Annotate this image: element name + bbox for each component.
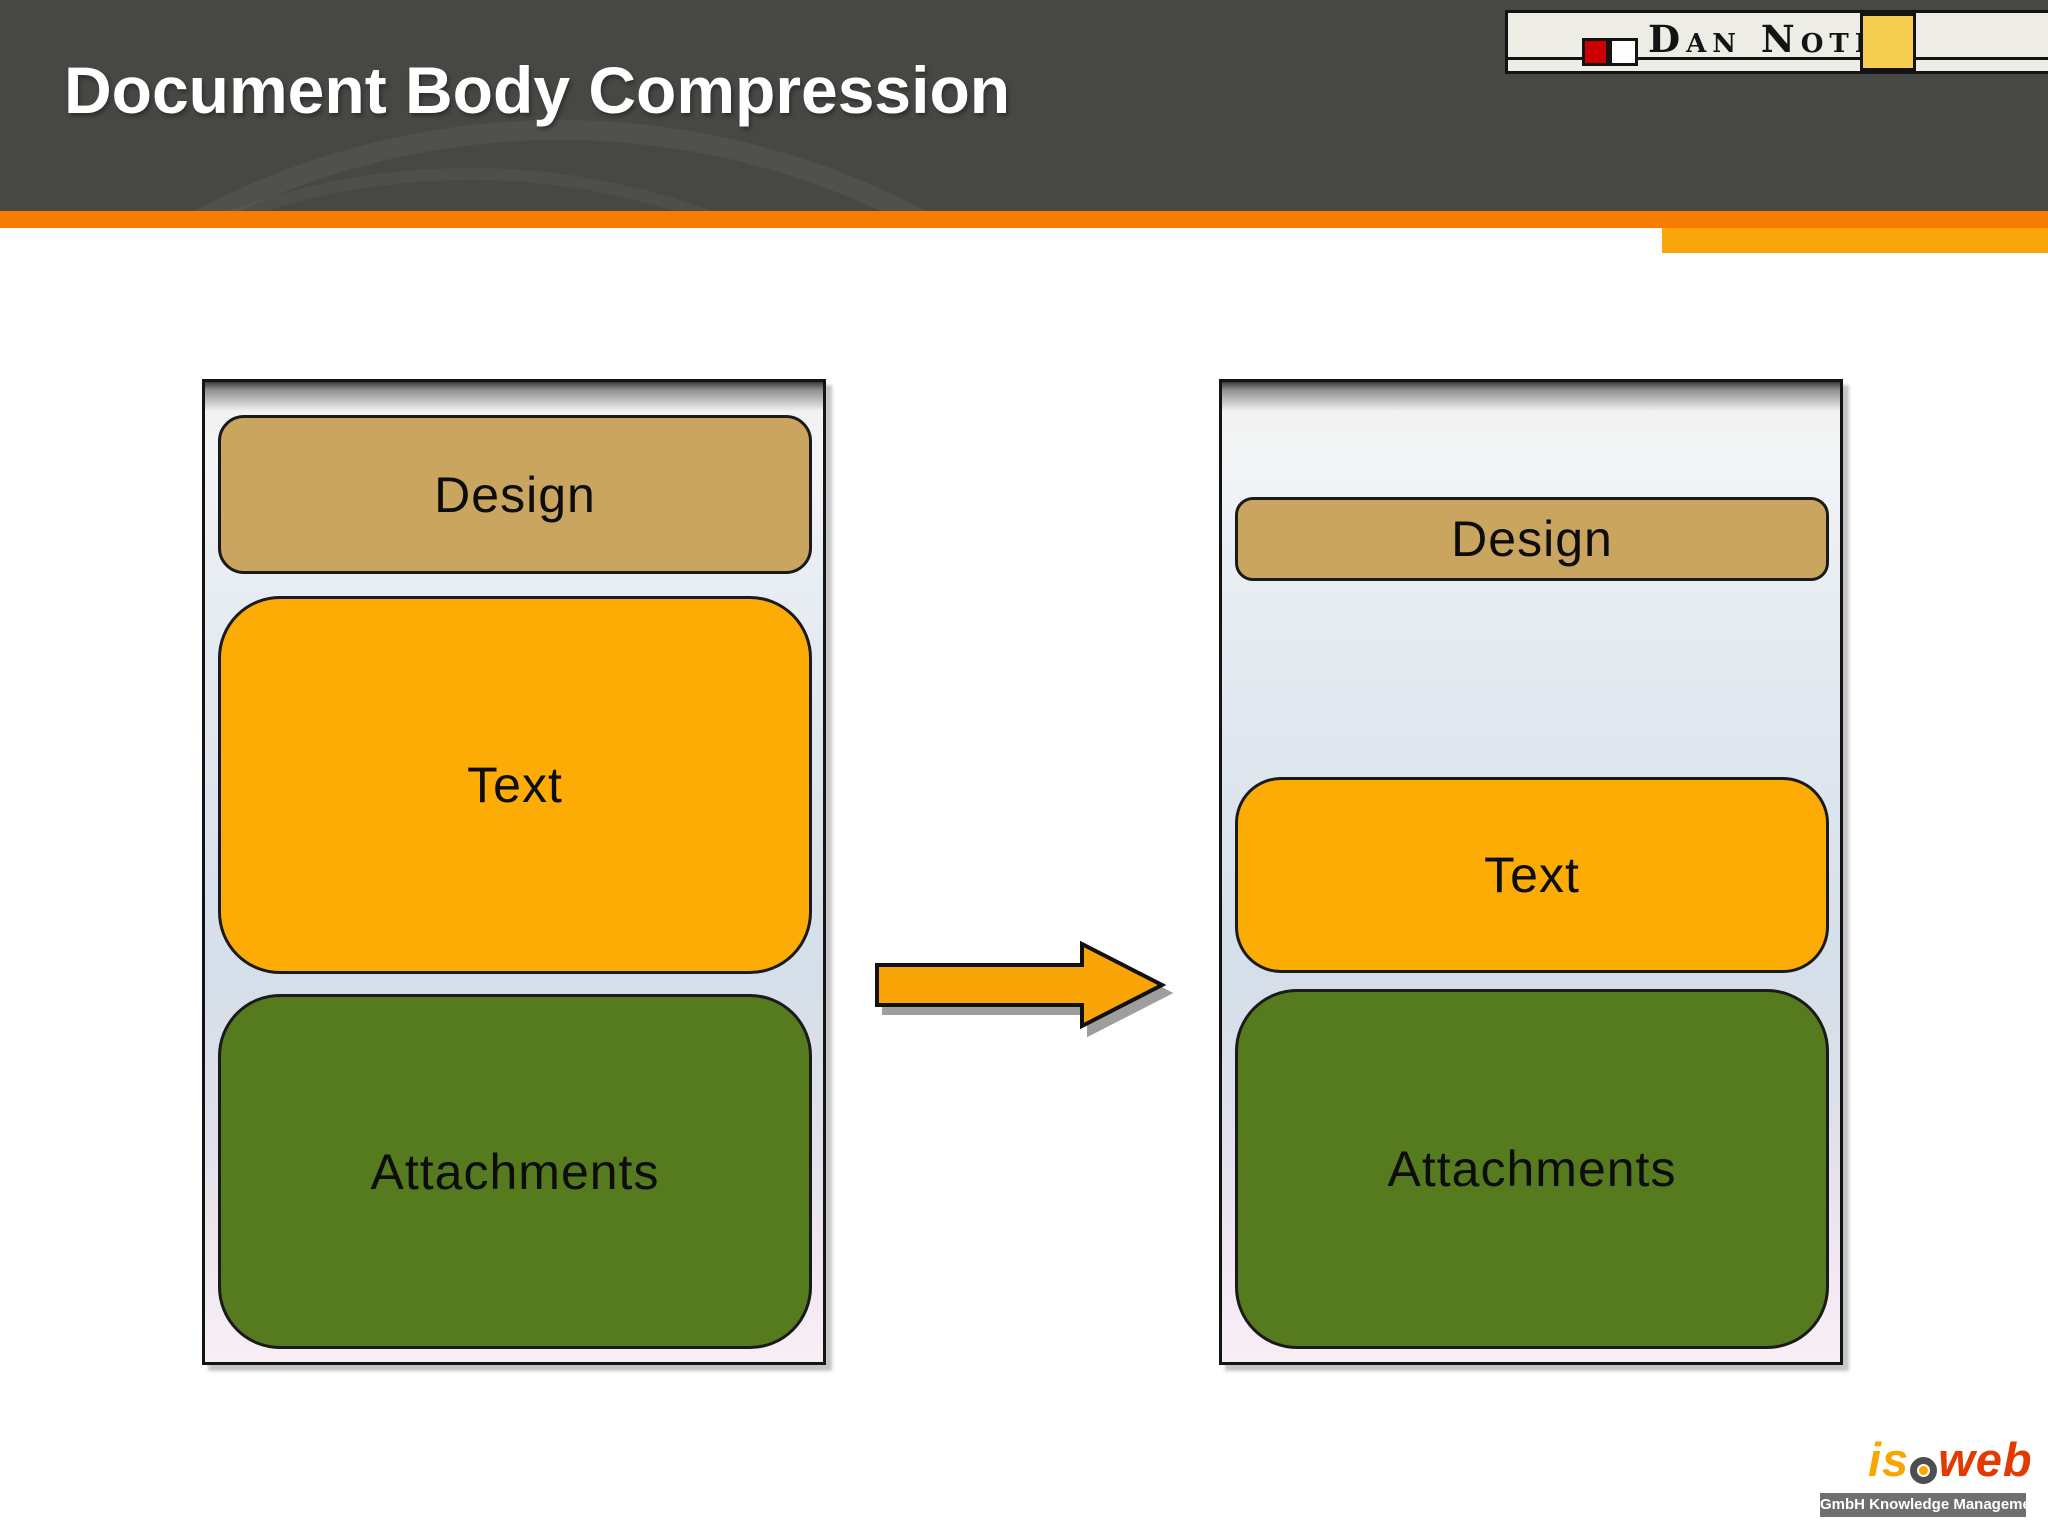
dannotes-logo: Dan Notes xyxy=(1505,10,2048,74)
dannotes-white-square xyxy=(1609,38,1638,66)
isoweb-wordmark-web: web xyxy=(1938,1433,2033,1486)
dannotes-yellow-square xyxy=(1860,13,1916,71)
page-title: Document Body Compression xyxy=(64,53,1011,127)
compression-arrow-icon xyxy=(875,940,1167,1030)
design-label: Design xyxy=(1451,511,1613,567)
attachments-label: Attachments xyxy=(370,1143,660,1200)
dannotes-rule-line xyxy=(1508,57,2048,60)
attachments-label: Attachments xyxy=(1387,1141,1677,1197)
dannotes-red-square xyxy=(1582,38,1609,66)
isoweb-ring-icon xyxy=(1910,1457,1938,1484)
accent-bar-amber xyxy=(1662,228,2048,253)
isoweb-tagline: GmbH Knowledge Management xyxy=(1820,1493,2026,1517)
design-block: Design xyxy=(1235,497,1829,581)
attachments-block: Attachments xyxy=(1235,989,1829,1349)
document-before: Design Text Attachments xyxy=(202,379,826,1365)
dannotes-wordmark: Dan Notes xyxy=(1648,17,1906,61)
text-block: Text xyxy=(1235,777,1829,973)
design-block: Design xyxy=(218,415,812,574)
document-after: Design Text Attachments xyxy=(1219,379,1843,1365)
design-label: Design xyxy=(434,466,596,523)
text-label: Text xyxy=(1484,847,1580,903)
text-block: Text xyxy=(218,596,812,974)
accent-bar-orange xyxy=(0,211,2048,228)
attachments-block: Attachments xyxy=(218,994,812,1349)
text-label: Text xyxy=(467,757,563,813)
isoweb-wordmark-is: is xyxy=(1868,1433,1910,1486)
